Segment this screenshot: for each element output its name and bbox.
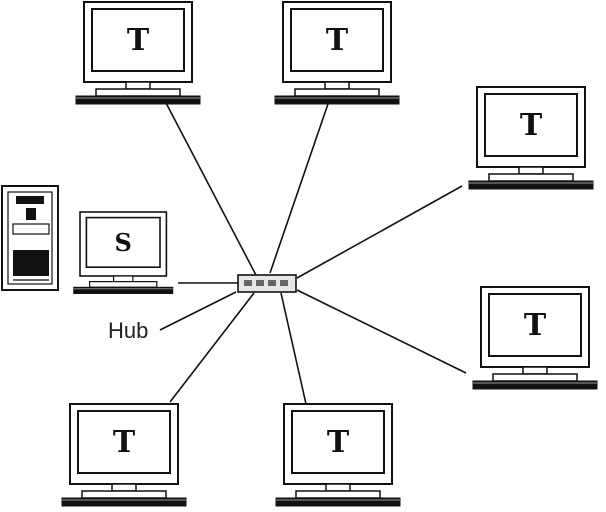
- link-right-upper-terminal: [296, 185, 463, 279]
- server-letter: S: [115, 228, 132, 257]
- server-computer: S: [72, 211, 174, 295]
- link-bottom-center-terminal: [280, 292, 307, 405]
- link-top-center-terminal: [269, 100, 330, 274]
- terminal-letter: T: [127, 23, 150, 58]
- terminal-bottom-left: T: [61, 403, 187, 507]
- server-tower: [1, 185, 59, 291]
- terminal-right-upper: T: [468, 86, 594, 190]
- terminal-top-left: T: [75, 1, 201, 105]
- terminal-letter: T: [524, 308, 547, 343]
- hub-label-leader: [159, 291, 237, 331]
- terminal-right-lower: T: [472, 286, 598, 390]
- terminal-top-center: T: [274, 1, 400, 105]
- link-top-left-terminal: [164, 100, 258, 278]
- hub-label: Hub: [108, 318, 148, 343]
- link-bottom-left-terminal: [169, 292, 255, 403]
- terminal-letter: T: [520, 108, 543, 143]
- terminal-letter: T: [327, 425, 350, 460]
- terminal-bottom-center: T: [275, 403, 401, 507]
- link-right-lower-terminal: [296, 289, 467, 374]
- terminal-letter: T: [113, 425, 136, 460]
- connection-lines: [159, 100, 467, 405]
- terminal-letter: T: [326, 23, 349, 58]
- hub: [237, 274, 297, 293]
